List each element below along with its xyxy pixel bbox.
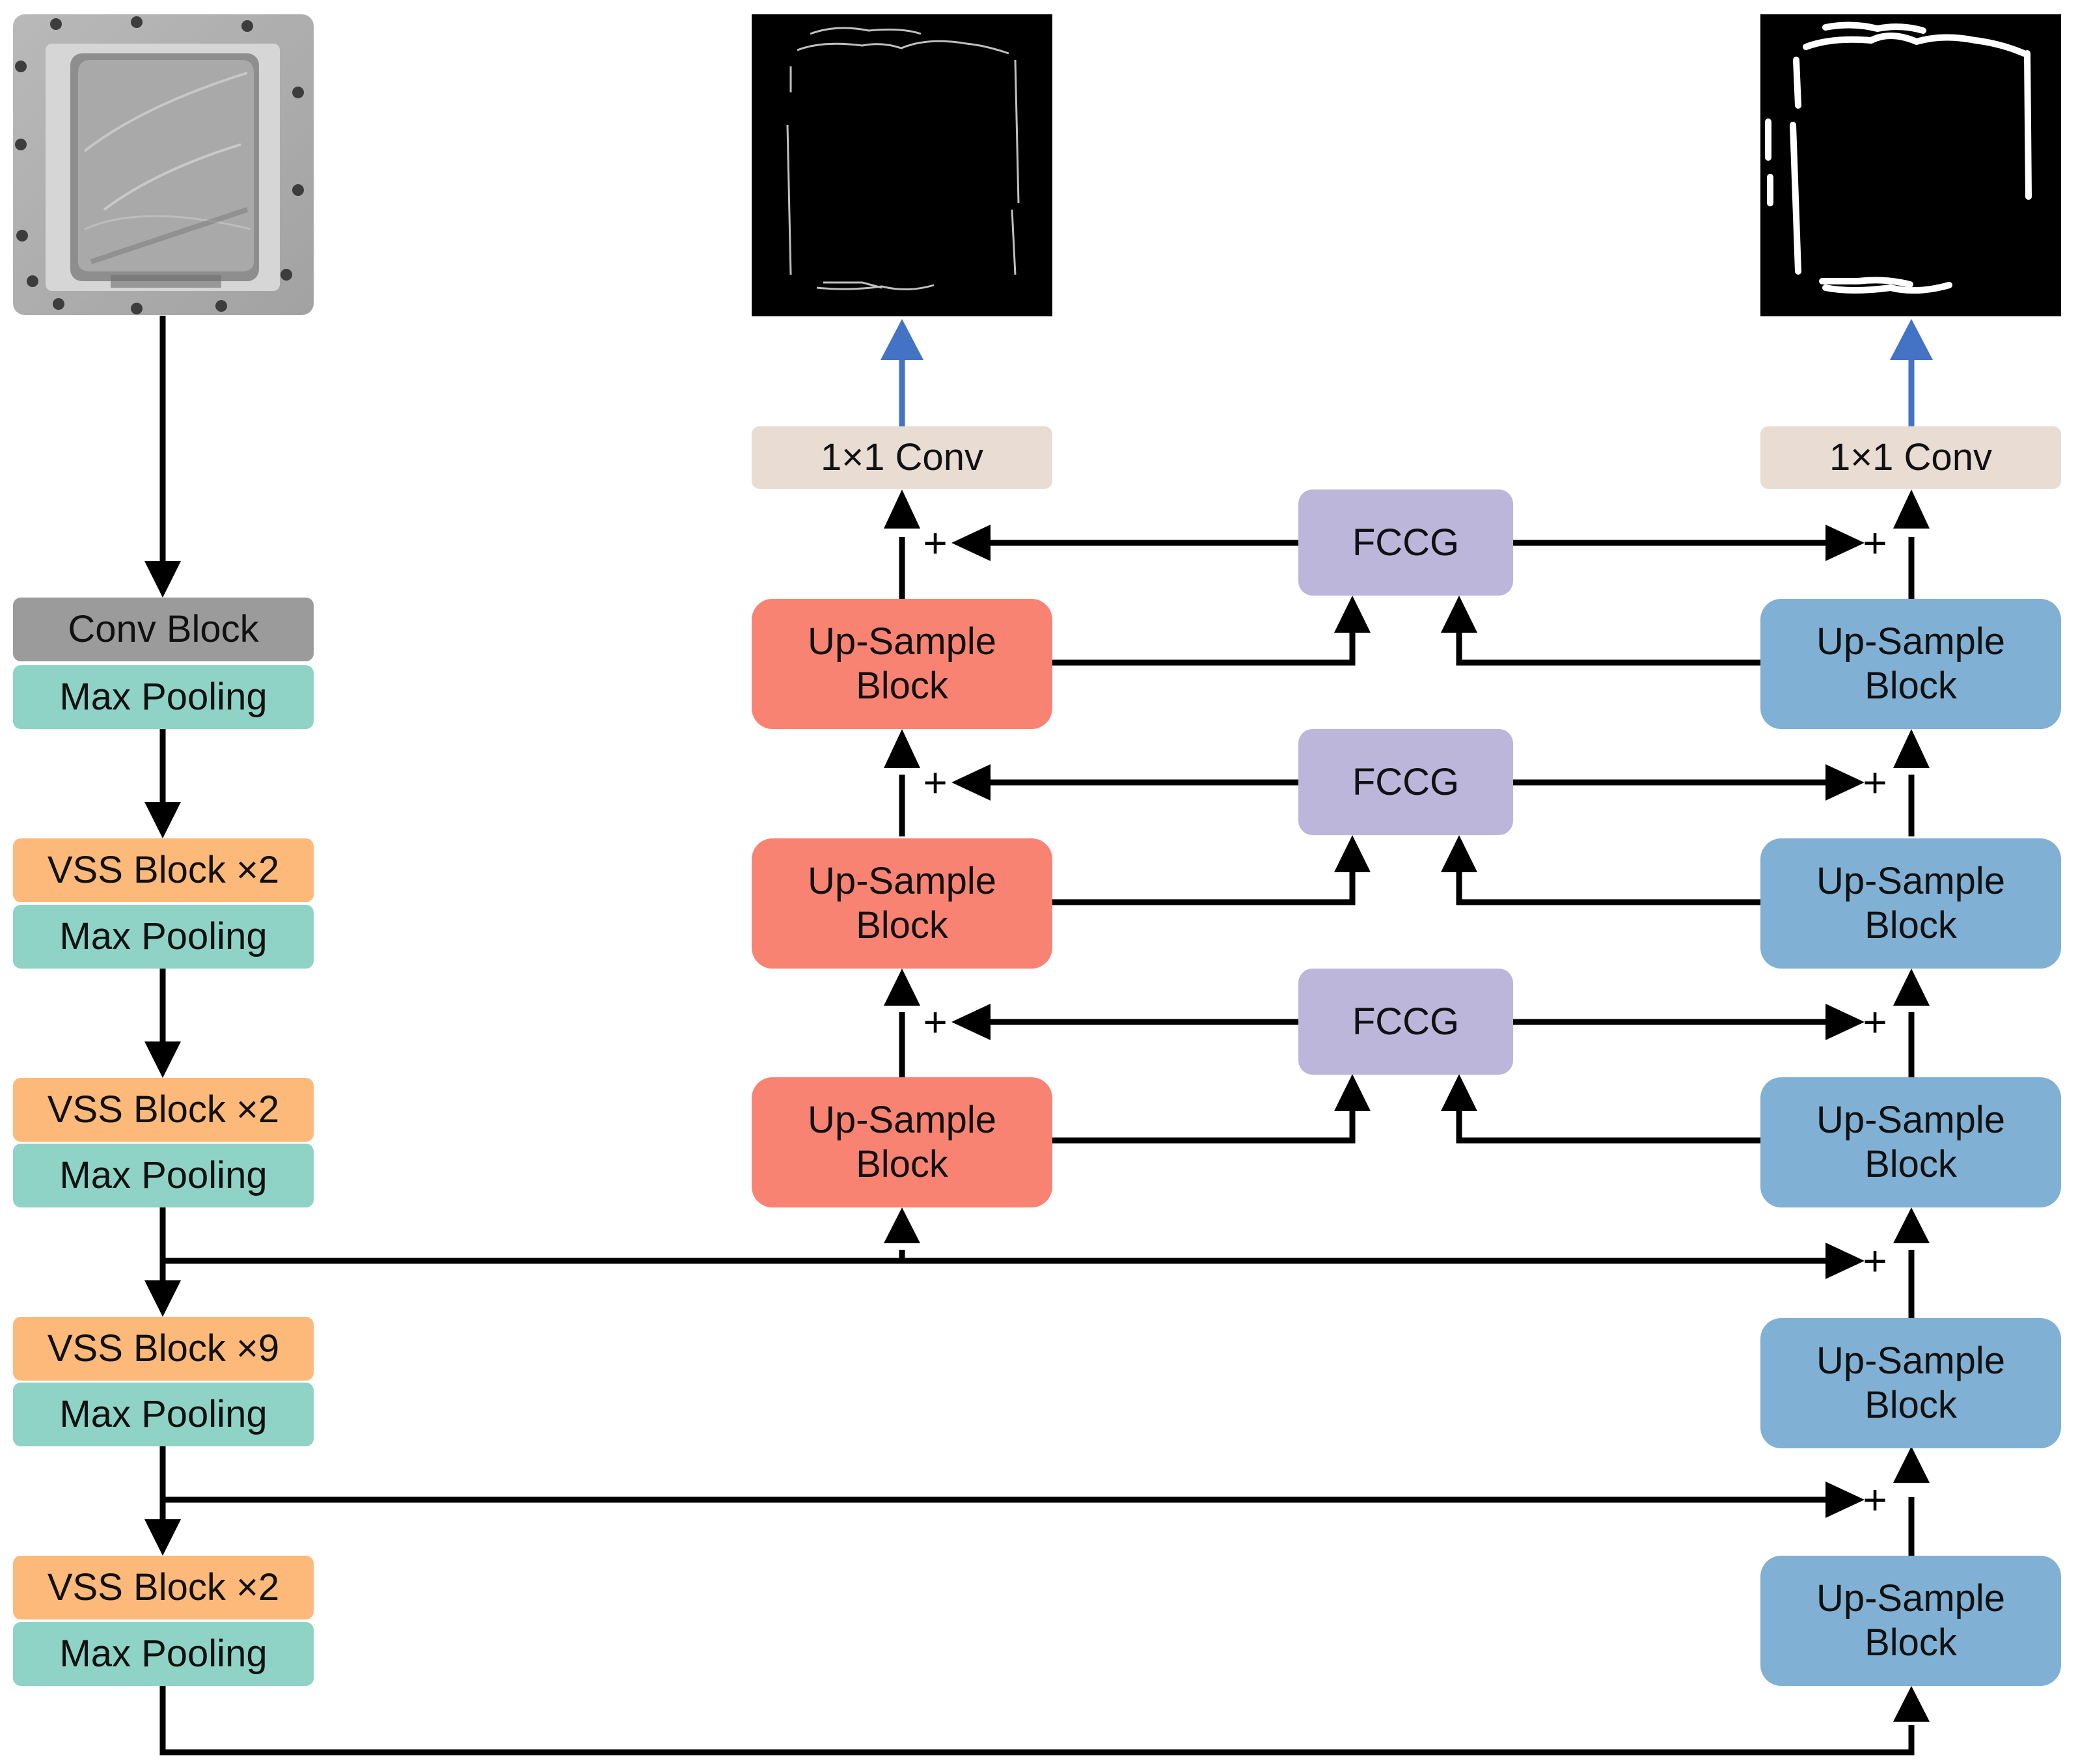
right-upsample-block-4: Up-Sample Block xyxy=(1760,838,2061,969)
right-upsample-block-4-label: Up-Sample Block xyxy=(1816,860,2006,946)
right-upsample-block-2: Up-Sample Block xyxy=(1760,1318,2061,1448)
arrow-down-conv xyxy=(144,561,181,598)
arrow-up-left-up2 xyxy=(884,969,920,1006)
left-upsample-block-2: Up-Sample Block xyxy=(752,838,1052,969)
left-up1-to-fccg3 xyxy=(1051,1103,1356,1144)
right-up5-to-fccg1 xyxy=(1456,625,1762,666)
output-edge-image xyxy=(752,14,1052,316)
max-pooling-1: Max Pooling xyxy=(13,665,314,729)
max-pooling-2-label: Max Pooling xyxy=(59,915,267,958)
conv-block: Conv Block xyxy=(13,598,314,661)
max-pooling-4-label: Max Pooling xyxy=(59,1393,267,1435)
plus-right-5: + xyxy=(1863,1476,1887,1523)
arrow-up-fccg3-right xyxy=(1441,1074,1477,1111)
arrow-down-vss3 xyxy=(144,1280,181,1317)
vss-block-4: VSS Block ×2 xyxy=(13,1556,314,1619)
right-upsample-block-3-label: Up-Sample Block xyxy=(1816,1099,2006,1185)
left-up2-to-fccg2 xyxy=(1051,864,1356,905)
arrow-left-plus2 xyxy=(951,764,991,801)
left-upsample-block-2-label: Up-Sample Block xyxy=(807,860,997,946)
arrow-up-right-up5 xyxy=(1893,729,1930,768)
vss-block-3-label: VSS Block ×9 xyxy=(47,1327,280,1370)
left-conv-1x1-label: 1×1 Conv xyxy=(821,436,983,478)
plus-left-3: + xyxy=(923,999,948,1045)
output-edge-image-thick xyxy=(1760,14,2061,316)
arrow-up-right-up1 xyxy=(1893,1686,1930,1722)
arrow-up-right-conv xyxy=(1893,489,1930,529)
plus-right-3: + xyxy=(1863,999,1887,1045)
fccg-1: FCCG xyxy=(1298,489,1513,596)
vss-block-1-label: VSS Block ×2 xyxy=(47,849,280,891)
left-upsample-block-1: Up-Sample Block xyxy=(752,1077,1052,1207)
arrow-up-fccg2-left xyxy=(1334,835,1371,872)
right-upsample-block-5: Up-Sample Block xyxy=(1760,599,2061,729)
arrow-up-left-conv xyxy=(884,489,920,529)
right-up3-to-fccg3 xyxy=(1456,1103,1762,1144)
arrow-up-fccg1-left xyxy=(1334,596,1371,633)
vss-block-2-label: VSS Block ×2 xyxy=(47,1088,280,1131)
max-pooling-1-label: Max Pooling xyxy=(59,676,267,718)
line-pool5-to-right-up1 xyxy=(159,1686,1915,1756)
plus-left-2: + xyxy=(923,759,948,806)
arrow-right-plus3 xyxy=(1825,1004,1865,1040)
right-upsample-block-1: Up-Sample Block xyxy=(1760,1556,2061,1686)
arrow-up-right-up3 xyxy=(1893,1207,1930,1243)
vss-block-4-label: VSS Block ×2 xyxy=(47,1566,280,1608)
left-conv-1x1: 1×1 Conv xyxy=(752,426,1052,489)
fccg-3-label: FCCG xyxy=(1352,1000,1460,1043)
arrow-right-plus5 xyxy=(1825,1481,1865,1518)
max-pooling-3-label: Max Pooling xyxy=(59,1154,267,1196)
plus-right-2: + xyxy=(1863,759,1887,806)
fccg-1-label: FCCG xyxy=(1352,521,1460,564)
max-pooling-5-label: Max Pooling xyxy=(59,1633,267,1675)
plus-left-1: + xyxy=(923,519,948,566)
right-conv-1x1: 1×1 Conv xyxy=(1760,426,2061,489)
input-image xyxy=(13,14,314,315)
fccg-3: FCCG xyxy=(1298,969,1513,1075)
arrow-up-right-up4 xyxy=(1893,969,1930,1006)
arrow-up-left-up1 xyxy=(884,1207,920,1243)
vss-block-3: VSS Block ×9 xyxy=(13,1317,314,1381)
arrow-up-fccg1-right xyxy=(1441,596,1477,633)
right-upsample-block-1-label: Up-Sample Block xyxy=(1816,1577,2006,1664)
vss-block-1: VSS Block ×2 xyxy=(13,838,314,902)
arrow-right-plus1 xyxy=(1825,525,1865,561)
left-upsample-block-1-label: Up-Sample Block xyxy=(807,1099,997,1185)
fccg-2: FCCG xyxy=(1298,729,1513,835)
right-upsample-block-2-label: Up-Sample Block xyxy=(1816,1340,2006,1426)
max-pooling-3: Max Pooling xyxy=(13,1144,314,1207)
arrow-down-vss1 xyxy=(144,802,181,838)
max-pooling-2: Max Pooling xyxy=(13,905,314,969)
arrow-left-plus3 xyxy=(951,1004,991,1040)
conv-block-label: Conv Block xyxy=(68,608,259,650)
arrow-down-vss4 xyxy=(144,1519,181,1556)
max-pooling-5: Max Pooling xyxy=(13,1622,314,1686)
arrow-down-vss2 xyxy=(144,1041,181,1078)
arrow-right-plus2 xyxy=(1825,764,1865,801)
left-output-arrow-head xyxy=(881,319,923,360)
right-upsample-block-3: Up-Sample Block xyxy=(1760,1077,2061,1207)
right-conv-1x1-label: 1×1 Conv xyxy=(1829,436,1992,478)
arrow-up-left-up3 xyxy=(884,729,920,768)
plus-right-4: + xyxy=(1863,1237,1887,1284)
arrow-up-right-up2 xyxy=(1893,1446,1930,1483)
vss-block-2: VSS Block ×2 xyxy=(13,1078,314,1142)
fccg-2-label: FCCG xyxy=(1352,760,1460,803)
arrow-up-fccg2-right xyxy=(1441,835,1477,872)
right-output-arrow-head xyxy=(1890,319,1933,360)
left-upsample-block-3-label: Up-Sample Block xyxy=(807,620,997,707)
right-up4-to-fccg2 xyxy=(1456,864,1762,905)
left-upsample-block-3: Up-Sample Block xyxy=(752,599,1052,729)
right-upsample-block-5-label: Up-Sample Block xyxy=(1816,620,2006,707)
left-up3-to-fccg1 xyxy=(1051,625,1356,666)
arrow-up-fccg3-left xyxy=(1334,1074,1371,1111)
arrow-left-plus1 xyxy=(951,525,991,561)
plus-right-1: + xyxy=(1863,519,1887,566)
arrow-right-plus4 xyxy=(1825,1243,1865,1279)
max-pooling-4: Max Pooling xyxy=(13,1383,314,1446)
